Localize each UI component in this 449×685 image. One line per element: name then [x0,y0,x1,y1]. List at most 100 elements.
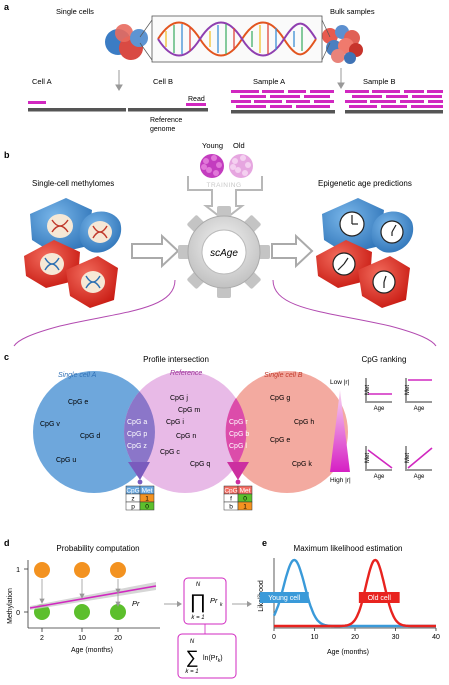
svg-text:CpG z: CpG z [127,443,147,450]
product-lower-limit: k = 1 [191,615,204,621]
svg-text:CpG d: CpG d [80,433,100,440]
x-tick-label: 20 [351,634,359,641]
low-r-label: Low |r| [330,379,350,386]
svg-text:CpG g: CpG g [270,395,290,402]
arrow-right-icon [232,601,252,607]
reference-genome-bar [128,108,208,112]
mini-plot: Met Age [405,378,432,412]
prob-axes [24,560,160,632]
reference-genome-label: Reference genome [150,117,184,133]
young-cells-cluster [200,154,224,178]
svg-text:CpG p: CpG p [127,431,147,438]
reference-genome-bar [28,108,126,112]
svg-text:CpG n: CpG n [176,433,196,440]
sum-box [177,633,237,679]
x-tick-label: 10 [311,634,319,641]
read-bar [186,103,206,106]
panel-label-a: a [4,2,10,12]
svg-text:CpG a: CpG a [127,419,147,426]
x-tick: 20 [114,635,122,642]
mini-plot: Met Age [365,446,393,480]
series-label: Old cell [368,595,392,602]
svg-text:CpG e: CpG e [270,437,290,444]
residual-arrows [39,579,121,607]
sample-b-label: Sample B [363,77,396,86]
reference-label: Reference [170,370,202,377]
dna-helix-icon [157,21,317,57]
overlap-pointer [128,462,249,485]
training-label: TRAINING [206,182,241,189]
ranking-gradient [330,390,350,472]
epigenetic-age-predictions-label: Epigenetic age predictions [318,179,412,188]
cpg-set-ref: CpG j CpG m CpG i CpG n CpG c CpG q [160,395,210,468]
dna-rungs [165,24,303,54]
single-cells-cluster [105,24,148,60]
single-cell-b-circle [226,371,348,493]
old-cells-cluster [229,154,253,178]
epigenetic-age-cells [316,198,414,308]
reference-genome-bar [231,110,335,114]
svg-text:CpG e: CpG e [68,399,88,406]
cpg-table-a: CpG Met z 1 p 0 [125,485,155,511]
single-cell-methylomes-cells [24,198,122,308]
mle-age-axis-label: Age (months) [327,649,369,656]
cpg-set-a: CpG e CpG v CpG d CpG u [40,399,100,464]
high-r-label: High |r| [330,477,351,484]
sample-a-reads [231,90,334,108]
product-symbol-icon: ∏ [190,591,206,613]
product-upper-limit: N [196,582,201,588]
mini-plot: Met Age [365,378,392,412]
svg-text:CpG j: CpG j [170,395,188,402]
read-bar [28,101,46,104]
young-label: Young [202,141,223,150]
arrow-right-icon [164,601,182,607]
svg-text:CpG h: CpG h [294,419,314,426]
series-label: Young cell [268,595,300,602]
x-tick-label: 40 [432,634,440,641]
svg-text:Met: Met [405,453,411,463]
cpg-set-b: CpG g CpG h CpG e CpG k [270,395,314,468]
single-cell-b-label: Single cell B [264,372,303,379]
svg-text:CpG c: CpG c [160,449,180,456]
venn-diagram [33,371,348,493]
svg-text:Age: Age [414,474,425,480]
pr-label: Pr [132,599,140,608]
svg-text:Met: Met [142,488,153,495]
svg-text:b: b [229,504,233,511]
svg-text:Age: Age [414,406,425,412]
product-term: Pr [210,596,218,605]
svg-text:Age: Age [374,406,385,412]
series-label-box [358,592,400,603]
read-label: Read [188,96,205,103]
single-cells-label: Single cells [56,7,94,16]
clock-icon [332,211,404,294]
cpg-set-ab: CpG a CpG p CpG z [127,419,147,450]
series-label-box [259,592,309,603]
svg-text:Met: Met [405,385,411,395]
svg-text:CpG u: CpG u [56,457,76,464]
panel-label-e: e [262,538,267,548]
cell-a-label: Cell A [32,77,52,86]
methylation-axis-label: Methylation [7,588,14,624]
svg-text:p: p [131,504,135,511]
x-tick: 10 [78,635,86,642]
single-cell-methylomes-label: Single-cell methylomes [32,179,114,188]
panel-label-b: b [4,150,10,160]
sum-lower-limit: k = 1 [185,669,198,675]
reference-genome-bar [345,110,443,114]
ref-b-overlap [225,398,247,466]
callout-line [272,279,437,347]
bulk-samples-label: Bulk samples [330,7,375,16]
x-tick-label: 0 [272,634,276,641]
arrow-right-icon [131,233,314,269]
profile-intersection-label: Profile intersection [143,355,209,364]
sample-b-reads [345,90,443,108]
panel-label-d: d [4,538,10,548]
svg-text:Met: Met [365,453,371,463]
svg-text:CpG i: CpG i [166,419,184,426]
panel-label-c: c [4,352,9,362]
cpg-ranking-label: CpG ranking [362,355,407,364]
y-tick: 1 [16,567,20,574]
